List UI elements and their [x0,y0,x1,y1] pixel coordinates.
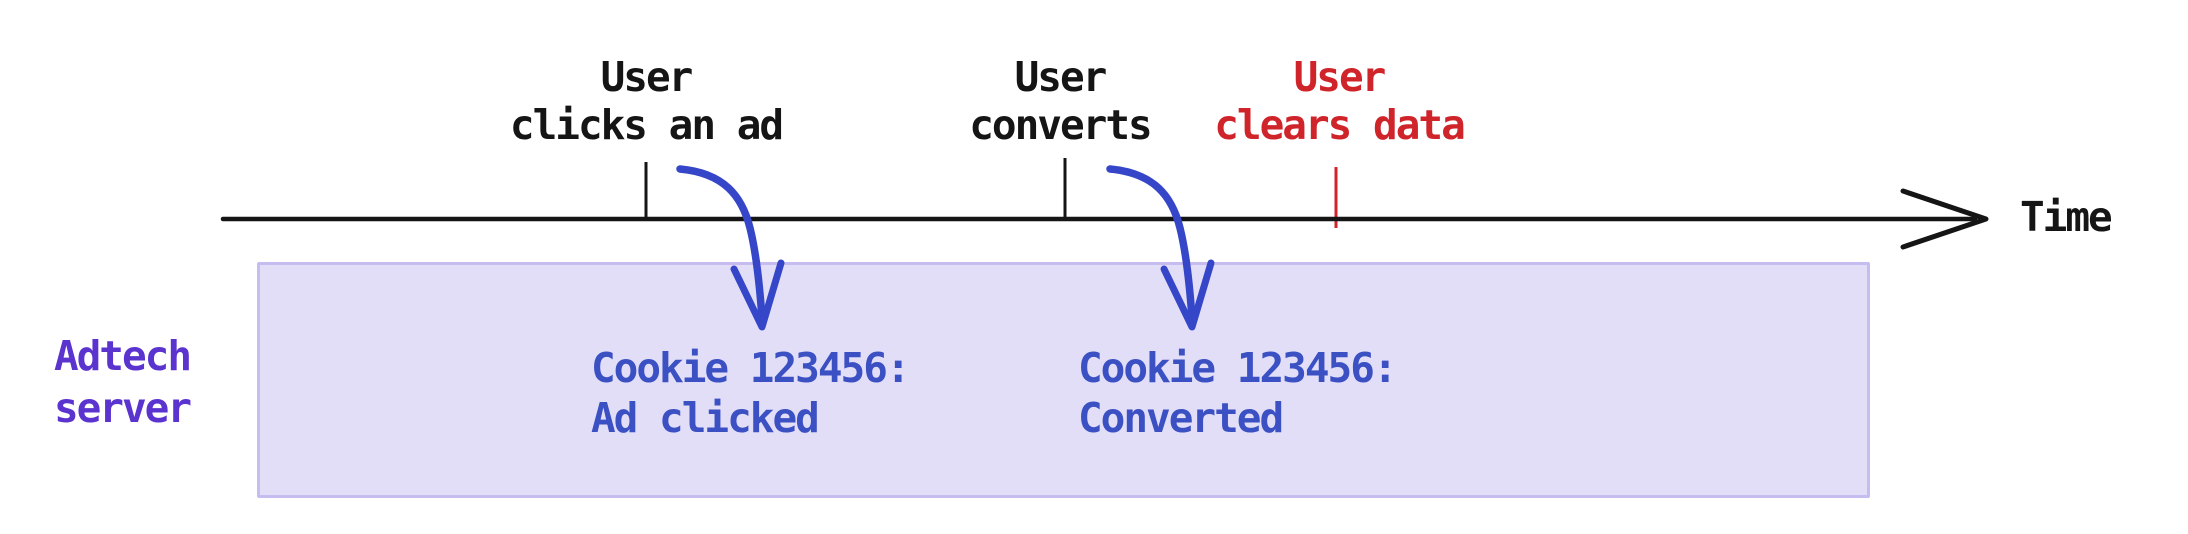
event-label-convert: User converts [969,53,1152,149]
cookie-record-ad-clicked: Cookie 123456: Ad clicked [591,344,911,442]
adtech-server-label: Adtech server [53,332,192,432]
timeline-arrowhead-icon [1900,188,1989,250]
event-label-clear-data: User clears data [1214,53,1466,149]
cookie-record-converted: Cookie 123456: Converted [1078,344,1398,442]
event-label-click: User clicks an ad [509,53,784,149]
time-axis-label: Time [2020,193,2113,241]
adtech-server-box [257,262,1870,498]
